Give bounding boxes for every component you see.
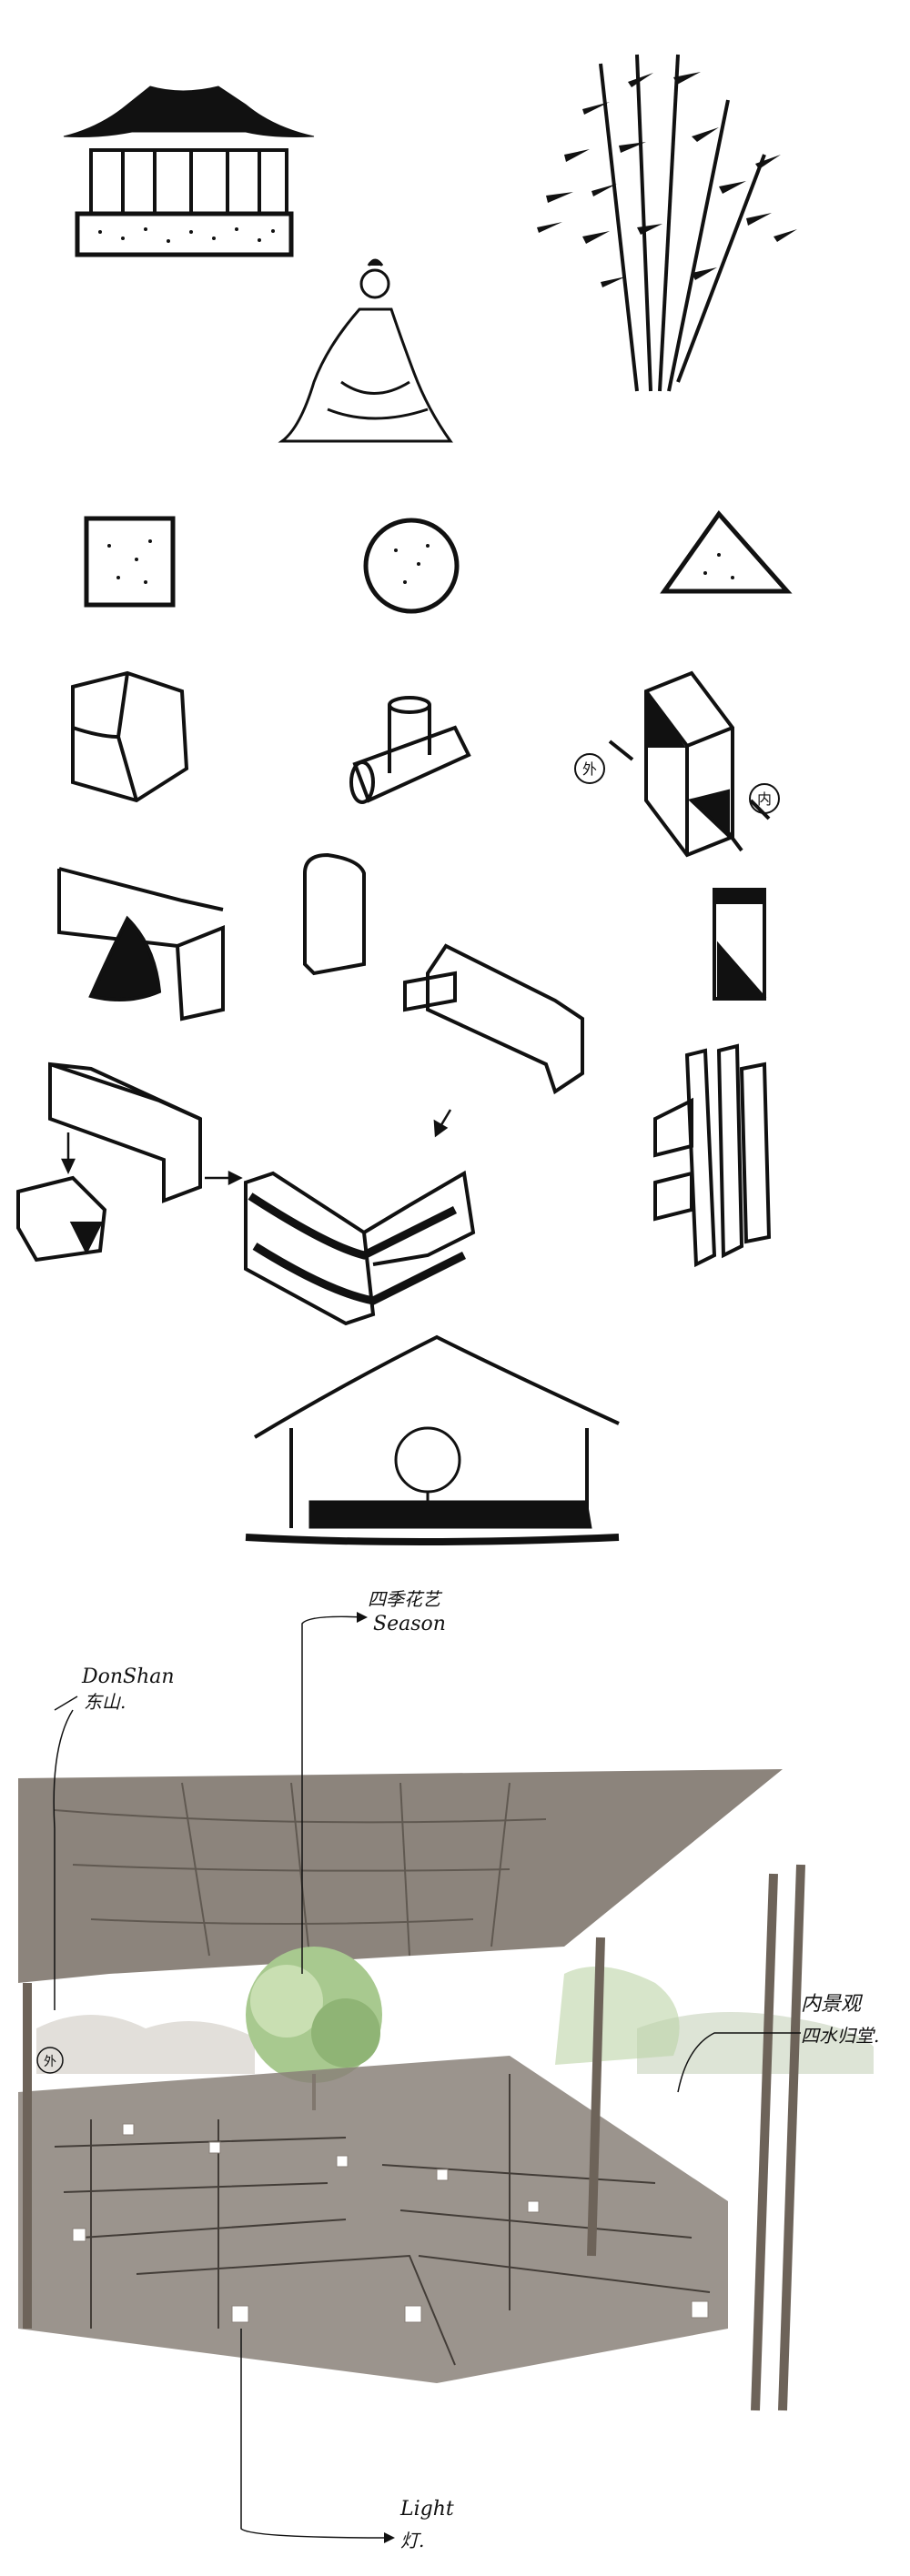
label-dongshan: DonShan 东山. (81, 1665, 175, 1713)
courtyard-assembly-sketch (244, 1170, 476, 1326)
tree-rendering (246, 1947, 382, 2110)
inner-mark-label: 内 (757, 790, 772, 808)
bench-assembly-sketch (403, 943, 584, 1095)
open-box-sketch (608, 670, 771, 858)
lanterns (72, 2123, 709, 2323)
roof-wash (18, 1769, 783, 1983)
inner-view-line1: 内景观 (801, 1993, 864, 2016)
arch-panel-sketch (303, 852, 366, 976)
interior-rendering (18, 1769, 874, 2411)
seated-figure-sketch (278, 258, 453, 443)
dongshan-line2: 东山. (84, 1691, 126, 1713)
rendering-outer-mark: 外 (44, 2055, 56, 2069)
season-line2: Season (373, 1613, 446, 1635)
wall-with-figure-sketch (57, 867, 225, 1021)
light-line1: Light (399, 2498, 454, 2521)
label-inner-view: 内景观 四水归堂. (801, 1993, 879, 2047)
shape-circle (363, 518, 460, 614)
broken-cube-sketch (16, 1175, 107, 1263)
process-arrows (61, 1109, 452, 1186)
label-outer-rendering: 外 (36, 2047, 64, 2074)
wall-panel-sketch (48, 1062, 202, 1203)
bamboo-sketch (537, 54, 797, 392)
season-line1: 四季花艺 (368, 1588, 443, 1610)
label-season: 四季花艺 Season (368, 1588, 446, 1635)
pavilion-sketch (63, 86, 315, 257)
section-sketch (245, 1334, 620, 1545)
stacked-columns-sketch (653, 1043, 772, 1268)
label-light: Light 灯. (399, 2498, 454, 2551)
light-line2: 灯. (400, 2530, 424, 2551)
inner-view-line2: 四水归堂. (801, 2025, 879, 2047)
leader-lines (53, 1615, 801, 2539)
stone-block-sketch (71, 670, 189, 803)
inner-mark-badge: 内 (749, 783, 780, 814)
cylinder-joint-sketch (349, 696, 471, 804)
leader-arrowheads (357, 1612, 395, 2543)
shaded-column-sketch (713, 888, 767, 1001)
dongshan-line1: DonShan (81, 1665, 175, 1688)
outer-mark-label: 外 (582, 760, 597, 778)
outer-mark-badge: 外 (574, 753, 605, 784)
shape-triangle (660, 509, 793, 594)
floor-wash (18, 2056, 728, 2383)
shape-square (84, 516, 176, 608)
